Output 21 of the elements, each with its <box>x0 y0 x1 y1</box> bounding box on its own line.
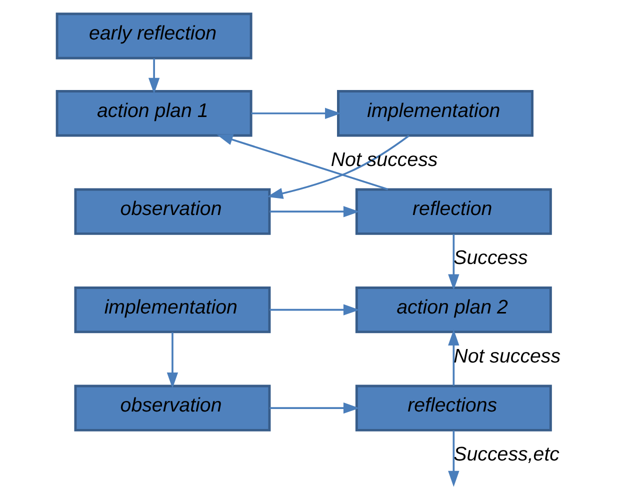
node-box: observation <box>74 188 271 234</box>
node-box: implementation <box>74 286 271 333</box>
arrow <box>270 402 360 414</box>
arrow <box>448 234 460 290</box>
arrow <box>448 430 460 486</box>
arrow <box>270 206 360 217</box>
node-box: action plan 1 <box>56 90 252 136</box>
edge-label: Not success <box>330 148 438 170</box>
node-box: observation <box>74 384 271 431</box>
node-box: implementation <box>337 90 534 136</box>
arrow <box>216 134 388 190</box>
node-box: reflection <box>355 188 552 234</box>
node-box: early reflection <box>56 12 252 59</box>
arrow <box>251 107 342 118</box>
arrow <box>148 58 160 94</box>
arrow <box>270 304 360 315</box>
node-box: action plan 2 <box>355 286 552 333</box>
arrow <box>166 332 178 388</box>
arrow <box>448 329 460 386</box>
arrow <box>266 134 410 198</box>
node-box: reflections <box>355 384 552 431</box>
